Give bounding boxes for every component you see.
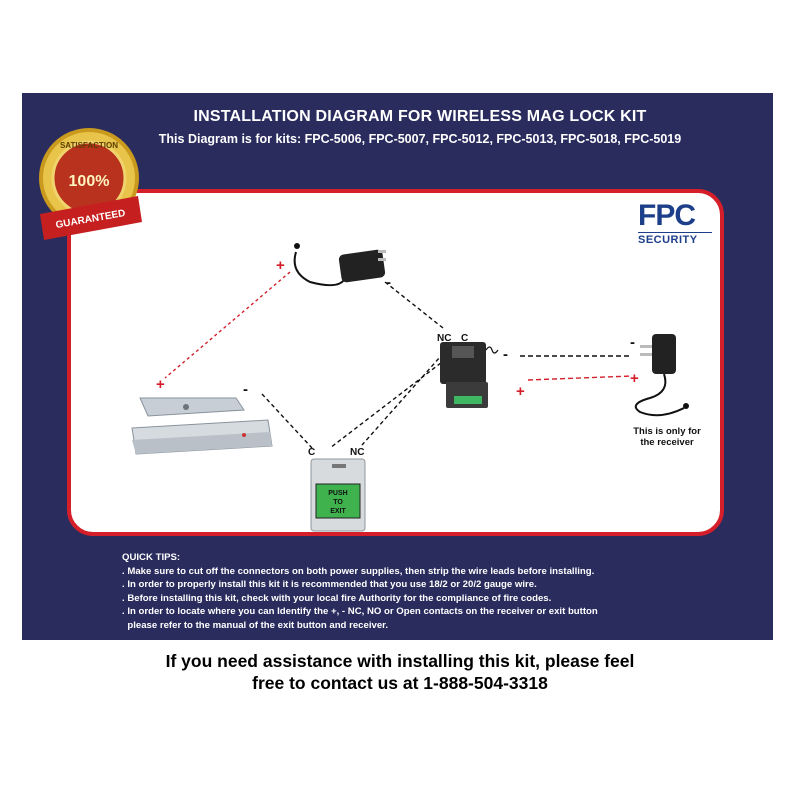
receiver-nc-label: NC: [437, 333, 451, 344]
power-supply-receiver: [634, 334, 689, 417]
armature-bolt: [183, 404, 189, 410]
wire-end: [683, 403, 689, 409]
fpc-security-logo: FPC SECURITY: [638, 201, 712, 246]
power-supply-cable: [293, 251, 346, 287]
exit-button-plate: [310, 458, 366, 532]
exit-text-line1: PUSH: [328, 490, 347, 497]
minus-sign-psu: -: [386, 274, 391, 291]
minus-sign-receiver-psu: -: [630, 334, 635, 351]
quick-tips: QUICK TIPS: . Make sure to cut off the c…: [122, 551, 598, 633]
quick-tip-item: please refer to the manual of the exit b…: [122, 619, 389, 631]
plus-sign-psu: +: [276, 257, 285, 274]
support-line2: free to contact us at 1-888-504-3318: [252, 673, 548, 693]
quick-tip-item: . Make sure to cut off the connectors on…: [122, 565, 595, 577]
plus-sign-receiver: +: [516, 383, 525, 400]
wiring-board: [67, 189, 724, 536]
receiver-antenna: [485, 346, 499, 354]
adapter-prong: [640, 353, 652, 356]
exit-button-face: [315, 483, 361, 519]
nc-wire-receiver-button: [361, 347, 449, 446]
quick-tip-item: . In order to locate where you can Ident…: [122, 606, 598, 618]
adapter-prong: [378, 250, 386, 253]
badge-top-text: SATISFACTION: [60, 141, 118, 150]
logo-brand: FPC: [638, 199, 696, 232]
quick-tips-heading: QUICK TIPS:: [122, 552, 181, 563]
quick-tip-item: . Before installing this kit, check with…: [122, 592, 552, 604]
receiver-body: [440, 342, 486, 384]
wireless-receiver: [440, 342, 499, 408]
diagram-title: INSTALLATION DIAGRAM FOR WIRELESS MAG LO…: [193, 108, 647, 125]
receiver-terminal-block: [454, 396, 482, 404]
power-supply-main: [293, 243, 386, 287]
minus-sign-maglock: -: [243, 381, 248, 398]
plus-sign-receiver-psu: +: [630, 370, 639, 387]
mag-lock: [131, 397, 273, 455]
exit-text-line3: EXIT: [330, 508, 346, 515]
wire-labels: + + - - - + - + NC C C NC PUSH TO EXIT: [156, 257, 639, 515]
badge-ribbon: [40, 196, 142, 240]
wires: [164, 271, 633, 449]
receiver-base: [446, 382, 488, 408]
receiver-c-label: C: [461, 333, 468, 344]
mag-lock-led: [242, 433, 246, 437]
diagram-subtitle: This Diagram is for kits: FPC-5006, FPC-…: [158, 132, 682, 146]
receiver-adapter-cable: [634, 373, 685, 417]
minus-sign-receiver: -: [503, 346, 508, 363]
receiver-adapter-body: [652, 334, 676, 374]
adapter-prong: [378, 258, 386, 261]
receiver-label-plate: [452, 346, 474, 358]
receiver-note-line2: the receiver: [640, 437, 694, 448]
mag-lock-face: [132, 432, 272, 454]
quick-tip-item: . In order to properly install this kit …: [122, 579, 537, 591]
positive-wire-receiver-psu: [527, 375, 633, 381]
badge-center-text: 100%: [69, 173, 110, 190]
logo-tagline: SECURITY: [638, 232, 712, 246]
exit-text-line2: TO: [333, 499, 343, 506]
plus-sign-maglock: +: [156, 376, 165, 393]
support-footer: If you need assistance with installing t…: [0, 650, 800, 694]
button-nc-label: NC: [350, 447, 364, 458]
armature-plate: [139, 397, 245, 417]
receiver-note-line1: This is only for: [633, 426, 701, 437]
negative-wire-psu-receiver: [384, 281, 444, 329]
satisfaction-badge: SATISFACTION 100% GUARANTEED: [39, 128, 142, 240]
power-adapter-body: [338, 249, 386, 283]
wire-end: [294, 243, 300, 249]
exit-plate-logo: [332, 464, 346, 468]
adapter-prong: [640, 345, 652, 348]
negative-wire-maglock-button: [261, 393, 313, 449]
positive-wire-maglock: [164, 271, 291, 379]
support-line1: If you need assistance with installing t…: [165, 651, 635, 671]
receiver-note: This is only for the receiver: [612, 426, 722, 448]
button-c-label: C: [308, 447, 315, 458]
